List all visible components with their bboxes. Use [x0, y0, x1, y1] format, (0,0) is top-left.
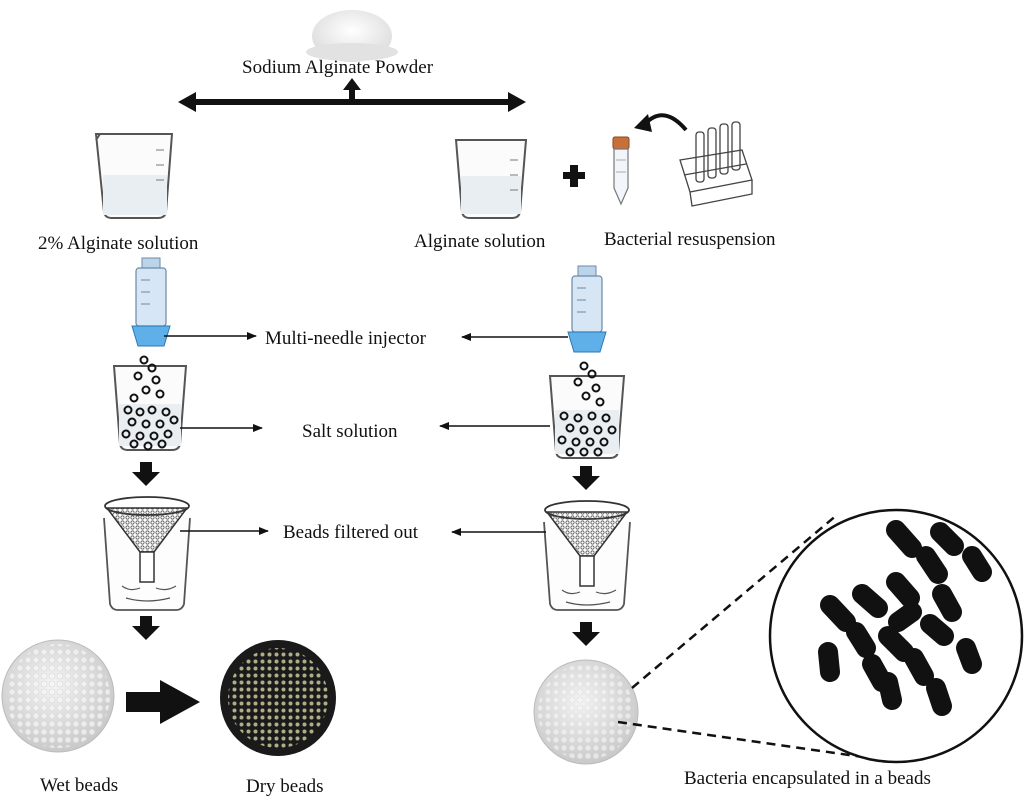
label-multi-needle-injector: Multi-needle injector: [265, 328, 426, 349]
label-sodium-alginate-powder: Sodium Alginate Powder: [242, 57, 434, 78]
beaker-icon: [454, 139, 528, 219]
down-arrow: [132, 462, 600, 646]
encapsulated-bead: [533, 659, 639, 765]
label-bacteria-encapsulated: Bacteria encapsulated in a beads: [684, 768, 931, 789]
dry-beads-dish: [220, 640, 336, 756]
beaker-icon: [548, 375, 626, 459]
wet-beads-dish: [1, 639, 115, 753]
test-tube-rack-icon: [679, 121, 753, 207]
right-arrow: [126, 680, 200, 724]
syringe-icon: [131, 257, 171, 347]
label-bacterial-resuspension: Bacterial resuspension: [604, 229, 776, 250]
label-wet-beads: Wet beads: [40, 775, 119, 796]
funnel-icon: [543, 500, 631, 611]
bacteria-icon: [818, 520, 992, 716]
label-dry-beads: Dry beads: [246, 776, 324, 797]
beaker-icon: [94, 133, 174, 219]
syringe-icon: [567, 265, 607, 353]
curved-arrow-head: [634, 114, 652, 132]
funnel-icon: [103, 496, 191, 611]
label-salt-solution: Salt solution: [302, 421, 398, 442]
split-arrow: [178, 78, 526, 112]
label-beads-filtered-out: Beads filtered out: [283, 522, 419, 543]
curved-arrow: [643, 113, 688, 132]
powder-pile-icon: [306, 10, 398, 62]
label-alginate-solution: Alginate solution: [414, 231, 546, 252]
falcon-tube-icon: [612, 136, 630, 206]
plus-icon: [563, 165, 585, 187]
falling-beads: [557, 361, 617, 457]
label-2pct-alginate-solution: 2% Alginate solution: [38, 233, 199, 254]
falling-beads: [121, 355, 179, 451]
connector-arrows: [164, 332, 568, 536]
